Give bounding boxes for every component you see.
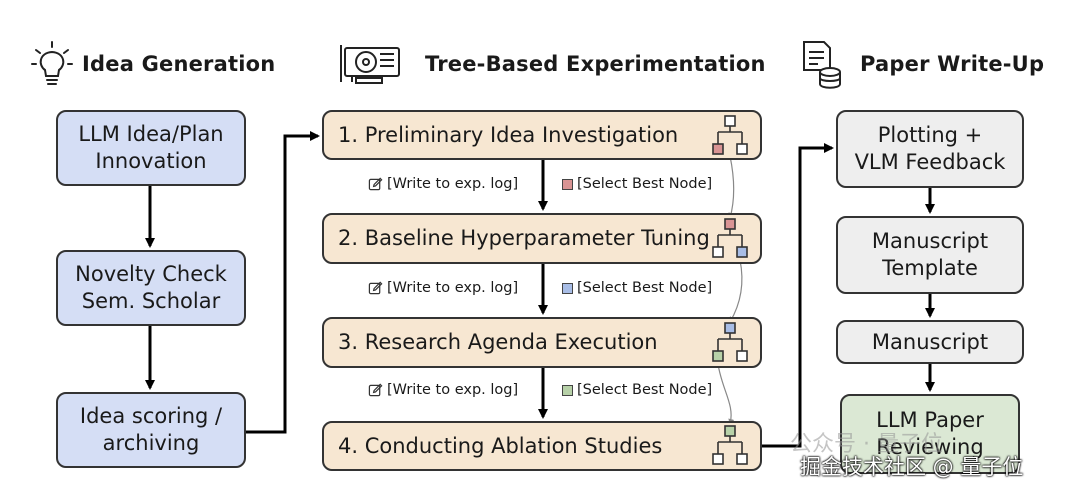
- stage-2-label: 2. Baseline Hyperparameter Tuning: [338, 226, 710, 251]
- tree-node-icon-stage-2: [712, 218, 748, 258]
- tree-node-icon-stage-4: [712, 425, 748, 465]
- section-title-idea: Idea Generation: [82, 52, 276, 76]
- write-log-note-3: [Write to exp. log]: [368, 382, 518, 398]
- edit-icon: [368, 383, 383, 396]
- stage-3-label: 3. Research Agenda Execution: [338, 330, 658, 355]
- tree-node-icon-stage-1: [712, 115, 748, 155]
- watermark-juejin: 掘金技术社区 @ 量子位: [800, 455, 1024, 479]
- gpu-card-icon: [340, 45, 400, 84]
- idea-box-llm-plan: LLM Idea/Plan Innovation: [56, 110, 246, 186]
- stage-2-box: 2. Baseline Hyperparameter Tuning: [322, 213, 762, 264]
- stage-4-label: 4. Conducting Ablation Studies: [338, 433, 663, 458]
- paper-box-manuscript-template: Manuscript Template: [836, 216, 1024, 294]
- write-log-note-1: [Write to exp. log]: [368, 176, 518, 192]
- watermark-wechat: 公众号 · 量子位: [790, 432, 943, 457]
- blue-node-swatch: [562, 282, 573, 294]
- section-title-tree: Tree-Based Experimentation: [425, 52, 766, 76]
- green-node-swatch: [562, 384, 573, 396]
- paper-box-plotting: Plotting + VLM Feedback: [836, 110, 1024, 188]
- stage-1-label: 1. Preliminary Idea Investigation: [338, 122, 679, 147]
- idea-box-idea-scoring: Idea scoring / archiving: [56, 392, 246, 468]
- write-log-note-2: [Write to exp. log]: [368, 280, 518, 296]
- select-best-note-1: [Select Best Node]: [562, 176, 712, 192]
- document-database-icon: [803, 41, 841, 89]
- stage-1-box: 1. Preliminary Idea Investigation: [322, 110, 762, 160]
- lightbulb-icon: [31, 41, 73, 85]
- select-best-note-3: [Select Best Node]: [562, 382, 712, 398]
- paper-box-llm-reviewing: LLM Paper Reviewing: [840, 394, 1020, 474]
- stage-4-box: 4. Conducting Ablation Studies: [322, 421, 762, 471]
- edit-icon: [368, 281, 383, 294]
- edit-icon: [368, 177, 383, 190]
- red-node-swatch: [562, 178, 573, 190]
- idea-box-novelty-check: Novelty Check Sem. Scholar: [56, 250, 246, 326]
- tree-node-icon-stage-3: [712, 322, 748, 362]
- paper-box-manuscript: Manuscript: [836, 320, 1024, 364]
- stage-3-box: 3. Research Agenda Execution: [322, 317, 762, 368]
- select-best-note-2: [Select Best Node]: [562, 280, 712, 296]
- section-title-paper: Paper Write-Up: [860, 52, 1045, 76]
